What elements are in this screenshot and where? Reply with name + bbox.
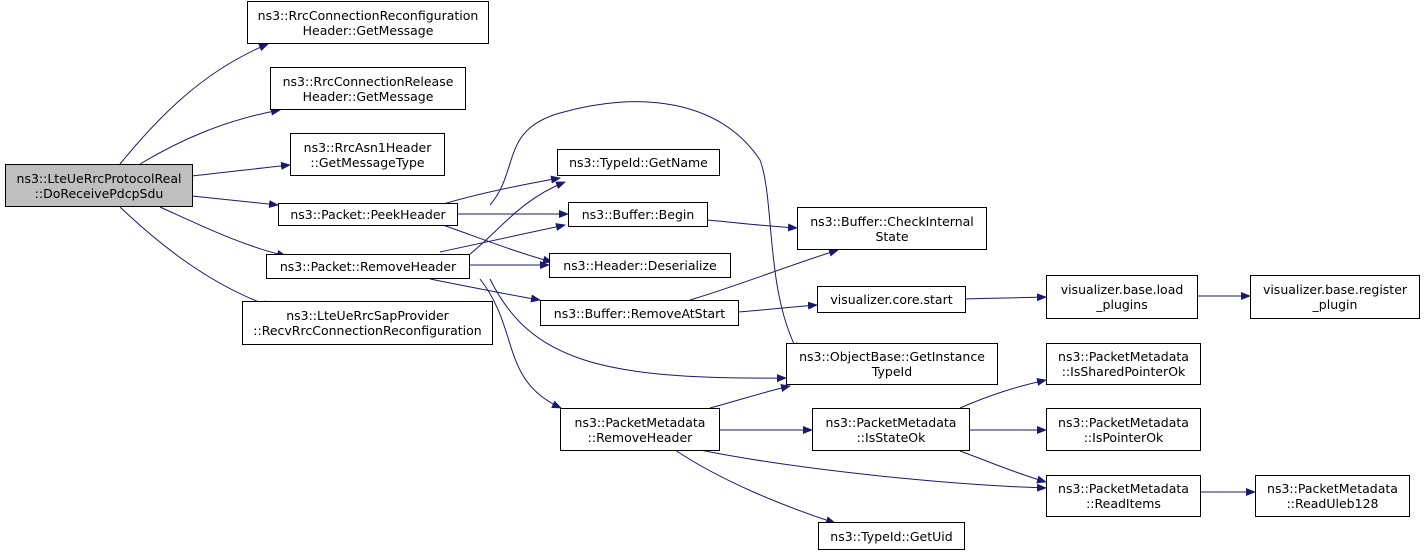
edge-root-rrc-asn1 <box>191 161 291 177</box>
node-rrc-asn1-header[interactable]: ns3::RrcAsn1Header ::GetMessageType <box>290 133 445 176</box>
node-label: ns3::RrcConnectionRelease <box>282 73 454 89</box>
node-label: ns3::Buffer::Begin <box>581 207 695 222</box>
node-label: visualizer.base.register <box>1262 282 1408 297</box>
edge-remove-pm-removeheader <box>479 278 562 409</box>
node-objectbase-get-instance-typeid[interactable]: ns3::ObjectBase::GetInstance TypeId <box>786 343 998 385</box>
node-buffer-remove-at-start[interactable]: ns3::Buffer::RemoveAtStart <box>540 300 739 326</box>
node-packet-metadata-remove-header[interactable]: ns3::PacketMetadata ::RemoveHeader <box>560 408 720 451</box>
node-label: ns3::RrcAsn1Header <box>303 139 432 155</box>
node-label: ns3::ObjectBase::GetInstance <box>799 349 985 364</box>
edge-begin-checkinternal <box>706 219 798 232</box>
node-label: ns3::LteUeRrcProtocolReal <box>16 170 182 186</box>
node-label: ns3::PacketMetadata <box>574 414 706 430</box>
edge-pm-remove-objectbase <box>709 384 791 409</box>
node-packet-remove-header[interactable]: ns3::Packet::RemoveHeader <box>266 254 470 279</box>
node-packet-metadata-is-pointer-ok[interactable]: ns3::PacketMetadata ::IsPointerOk <box>1046 408 1201 451</box>
node-label: Header::GetMessage <box>302 88 434 104</box>
node-label: ::IsStateOk <box>856 429 926 445</box>
node-label: ns3::PacketMetadata <box>825 414 957 430</box>
node-rrc-connection-reconfiguration[interactable]: ns3::RrcConnectionReconfiguration Header… <box>247 1 489 44</box>
node-packet-metadata-is-state-ok[interactable]: ns3::PacketMetadata ::IsStateOk <box>812 408 970 451</box>
node-label: State <box>875 228 909 244</box>
node-label: ::RecvRrcConnectionReconfiguration <box>253 323 482 338</box>
node-label: _plugins <box>1096 297 1148 312</box>
node-label: TypeId <box>871 364 913 379</box>
node-label: ns3::PacketMetadata <box>1058 349 1189 364</box>
node-label: ::DoReceivePdcpSdu <box>34 185 164 201</box>
edge-peek-deserialize <box>439 223 553 264</box>
node-label: ns3::Buffer::RemoveAtStart <box>553 305 726 321</box>
node-lte-ue-rrc-protocol-real[interactable]: ns3::LteUeRrcProtocolReal ::DoReceivePdc… <box>5 164 193 207</box>
node-visualizer-base-load-plugins[interactable]: visualizer.base.load _plugins <box>1046 275 1198 319</box>
node-label: ns3::LteUeRrcSapProvider <box>286 308 449 323</box>
node-packet-metadata-read-uleb128[interactable]: ns3::PacketMetadata ::ReadUleb128 <box>1255 475 1410 517</box>
node-packet-metadata-read-items[interactable]: ns3::PacketMetadata ::ReadItems <box>1046 475 1201 517</box>
node-visualizer-base-register-plugin[interactable]: visualizer.base.register _plugin <box>1250 275 1420 319</box>
edge-remove-begin <box>439 223 566 253</box>
edge-removeatstart-checkinternal <box>689 248 839 301</box>
node-label: ::IsSharedPointerOk <box>1061 364 1186 379</box>
edge-pm-remove-getuid <box>674 449 836 525</box>
node-label: _plugin <box>1312 297 1358 312</box>
node-label: ns3::PacketMetadata <box>1267 481 1398 496</box>
node-label: ns3::Buffer::CheckInternal <box>810 213 974 229</box>
node-typeid-getname[interactable]: ns3::TypeId::GetName <box>557 149 720 176</box>
node-label: ns3::PacketMetadata <box>1058 481 1189 496</box>
node-label: ::ReadUleb128 <box>1286 496 1379 511</box>
node-label: ::GetMessageType <box>310 154 425 170</box>
node-label: ns3::Header::Deserialize <box>563 258 717 273</box>
edge-root-rrc-release <box>139 107 281 165</box>
node-buffer-begin[interactable]: ns3::Buffer::Begin <box>568 202 708 227</box>
edge-remove-getname <box>469 181 566 255</box>
node-label: ns3::TypeId::GetName <box>569 155 708 170</box>
edge-vis-core-load <box>964 293 1047 302</box>
edge-root-rrc-reconf <box>119 43 269 165</box>
node-buffer-check-internal-state[interactable]: ns3::Buffer::CheckInternal State <box>797 207 987 250</box>
node-packet-peek-header[interactable]: ns3::Packet::PeekHeader <box>278 203 458 226</box>
edge-isstateok-readitems <box>959 450 1047 484</box>
edge-root-sap-provider <box>119 206 273 308</box>
node-label: ::RemoveHeader <box>587 429 693 445</box>
edge-peek-getname <box>439 175 561 206</box>
node-label: ::ReadItems <box>1086 496 1161 511</box>
node-label: visualizer.base.load <box>1060 282 1184 297</box>
node-header-deserialize[interactable]: ns3::Header::Deserialize <box>549 253 731 278</box>
edge-pm-remove-readitems <box>699 449 1047 492</box>
node-label: Header::GetMessage <box>302 22 434 38</box>
node-visualizer-core-start[interactable]: visualizer.core.start <box>817 286 966 313</box>
node-label: ns3::PacketMetadata <box>1058 414 1189 430</box>
edge-isstateok-issharedpointerok <box>959 378 1047 409</box>
edge-remove-objectbase <box>489 278 787 383</box>
edge-root-peek-header <box>191 195 279 209</box>
node-label: ::IsPointerOk <box>1083 429 1164 445</box>
node-lte-ue-rrc-sap-provider[interactable]: ns3::LteUeRrcSapProvider ::RecvRrcConnec… <box>242 301 493 345</box>
node-label: ns3::Packet::PeekHeader <box>290 207 446 222</box>
node-label: ns3::RrcConnectionReconfiguration <box>257 7 479 23</box>
edge-peek-objectbase <box>489 101 799 353</box>
edge-root-remove-header <box>159 206 287 258</box>
node-label: ns3::Packet::RemoveHeader <box>279 259 457 274</box>
node-packet-metadata-is-shared-pointer-ok[interactable]: ns3::PacketMetadata ::IsSharedPointerOk <box>1046 343 1201 385</box>
node-typeid-get-uid[interactable]: ns3::TypeId::GetUid <box>818 522 965 550</box>
edge-remove-removeatstart <box>429 278 541 303</box>
node-label: ns3::TypeId::GetUid <box>830 528 953 544</box>
edge-removeatstart-vis-core <box>737 301 818 313</box>
node-rrc-connection-release[interactable]: ns3::RrcConnectionRelease Header::GetMes… <box>270 67 466 110</box>
node-label: visualizer.core.start <box>830 292 953 307</box>
